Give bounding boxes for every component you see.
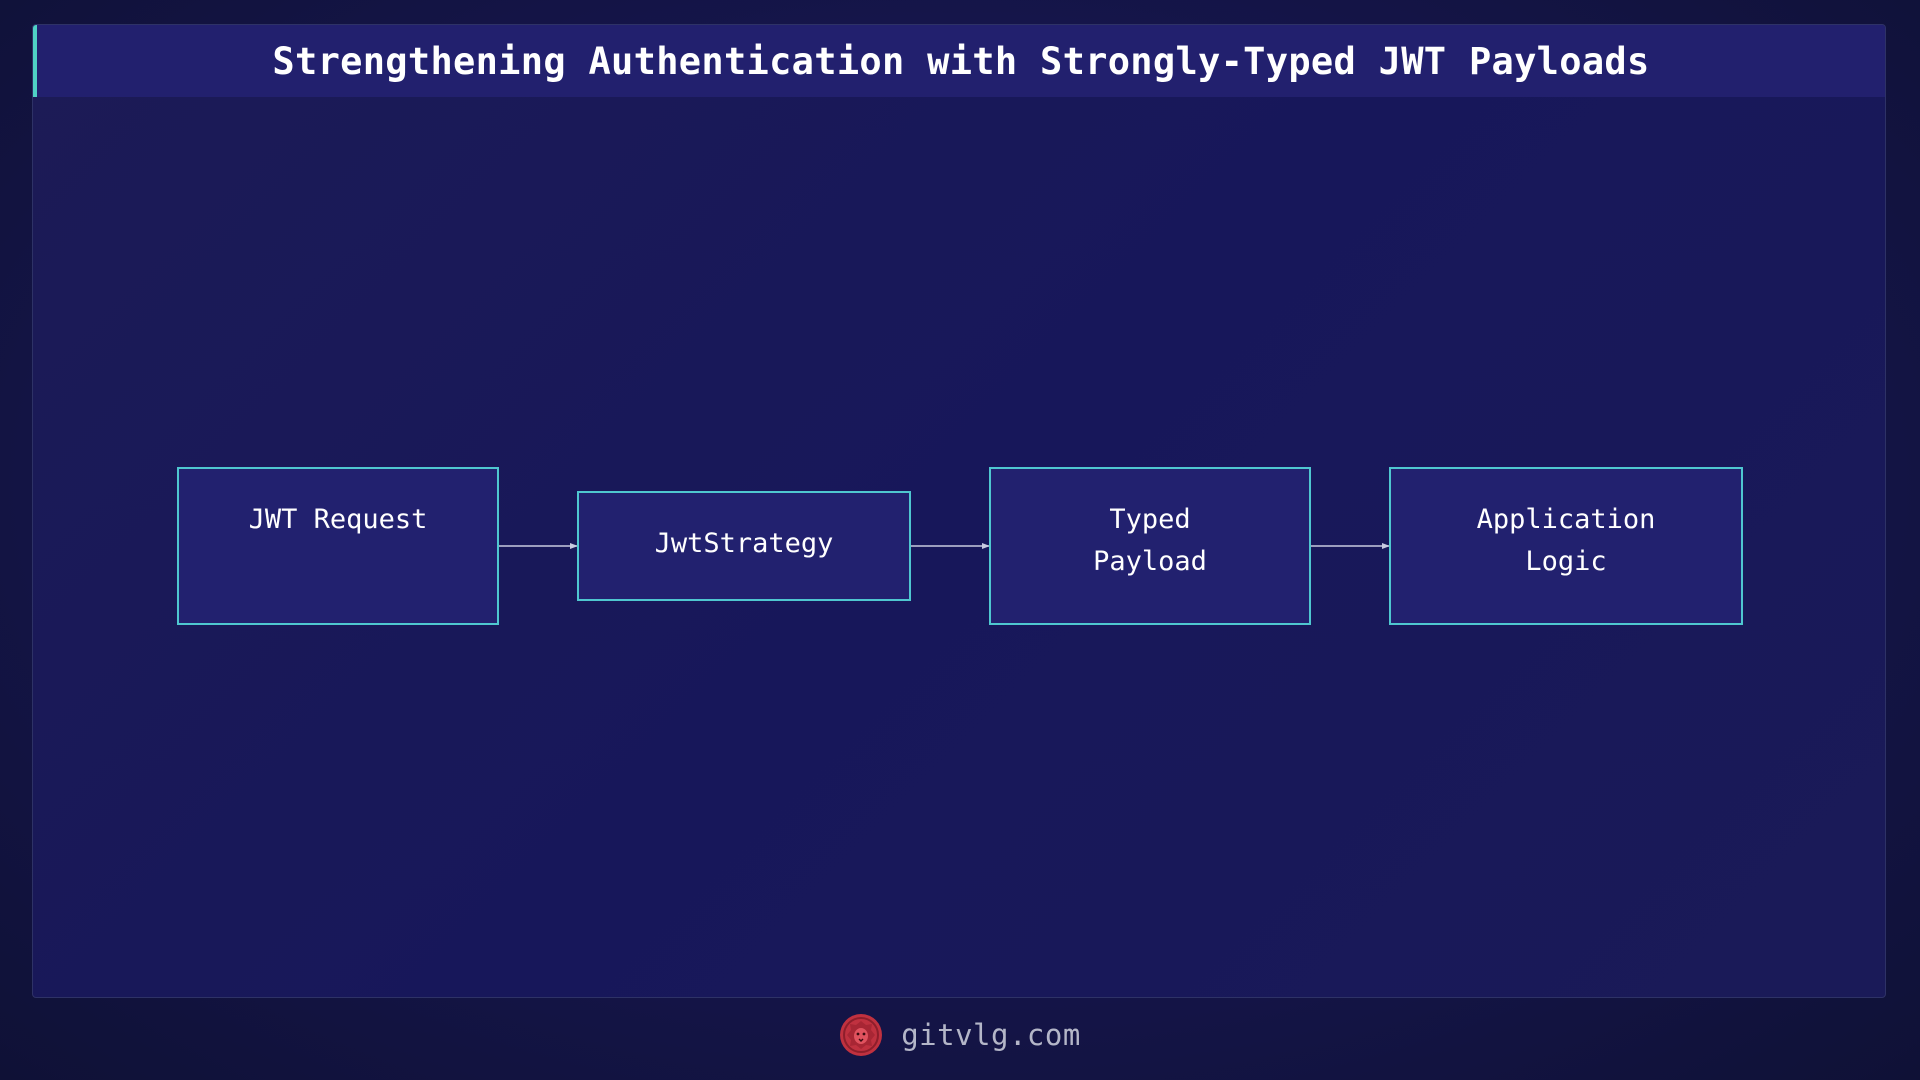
- node-label: JWT Request: [248, 504, 428, 535]
- node-application-logic: Application Logic: [1389, 467, 1743, 625]
- title-bar: Strengthening Authentication with Strong…: [33, 25, 1885, 97]
- lion-logo-icon[interactable]: [839, 1013, 883, 1057]
- node-label: JwtStrategy: [654, 528, 834, 559]
- node-jwt-request: JWT Request: [177, 467, 499, 625]
- footer: gitvlg.com: [0, 1010, 1920, 1060]
- node-label: Typed Payload: [1093, 504, 1207, 577]
- diagram-title: Strengthening Authentication with Strong…: [272, 39, 1650, 83]
- footer-site-link[interactable]: gitvlg.com: [901, 1018, 1081, 1052]
- node-label: Application Logic: [1476, 504, 1656, 577]
- node-jwt-strategy: JwtStrategy: [577, 491, 911, 601]
- node-typed-payload: Typed Payload: [989, 467, 1311, 625]
